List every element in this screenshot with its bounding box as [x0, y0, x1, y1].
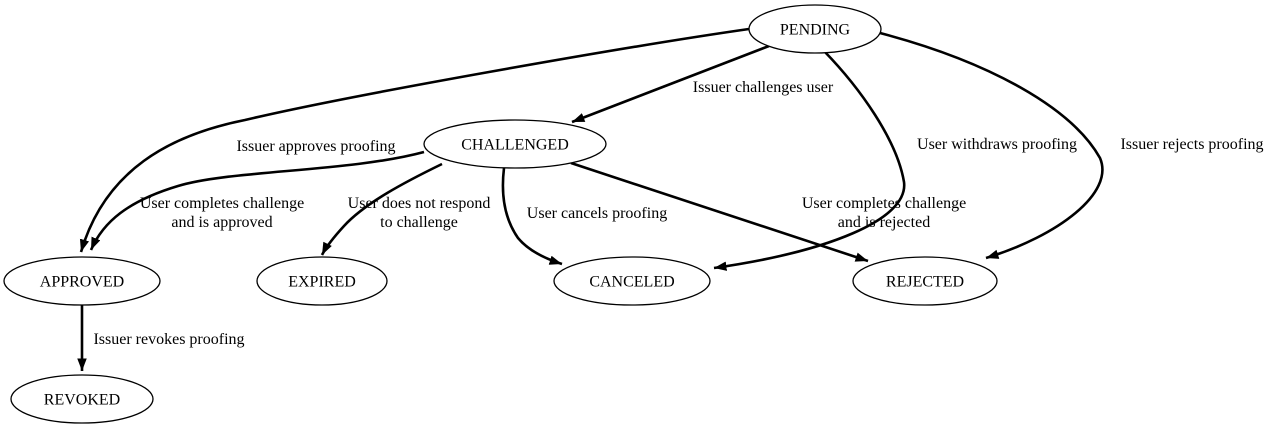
state-ellipse-approved	[3, 256, 161, 306]
state-ellipse-pending	[748, 4, 882, 54]
edge-pending-canceled	[713, 50, 906, 271]
state-node-canceled: CANCELED	[553, 256, 711, 306]
state-label-expired: EXPIRED	[288, 274, 356, 291]
edge-challenged-canceled	[501, 167, 563, 266]
edge-pending-challenged	[571, 44, 770, 124]
state-ellipse-rejected	[852, 256, 998, 306]
state-ellipse-canceled	[553, 256, 711, 306]
edge-challenged-approved	[89, 150, 425, 251]
state-label-canceled: CANCELED	[589, 274, 674, 291]
state-node-revoked: REVOKED	[10, 374, 154, 424]
edge-label-pending-rejected: Issuer rejects proofing	[1120, 136, 1263, 153]
state-label-revoked: REVOKED	[44, 392, 120, 409]
state-node-expired: EXPIRED	[256, 256, 388, 306]
state-node-challenged: CHALLENGED	[423, 119, 607, 169]
edge-challenged-expired	[320, 162, 443, 256]
state-label-approved: APPROVED	[40, 274, 124, 291]
state-node-pending: PENDING	[748, 4, 882, 54]
edge-label-pending-challenged: Issuer challenges user	[693, 79, 834, 96]
state-label-rejected: REJECTED	[886, 274, 964, 291]
edge-pending-rejected	[879, 31, 1104, 260]
state-ellipse-challenged	[423, 119, 607, 169]
edge-label-challenged-canceled: User cancels proofing	[527, 205, 667, 222]
edge-label-pending-canceled: User withdraws proofing	[917, 136, 1077, 153]
state-node-rejected: REJECTED	[852, 256, 998, 306]
edge-label-pending-approved: Issuer approves proofing	[236, 138, 395, 155]
state-node-approved: APPROVED	[3, 256, 161, 306]
edge-label-approved-revoked: Issuer revokes proofing	[93, 331, 244, 348]
state-label-challenged: CHALLENGED	[461, 137, 569, 154]
edge-challenged-rejected	[570, 161, 869, 263]
edge-pending-approved	[79, 27, 750, 253]
nodes-layer: PENDING CHALLENGED APPROVED EXPIRED CANCELED…	[3, 4, 998, 424]
state-ellipse-expired	[256, 256, 388, 306]
state-ellipse-revoked	[10, 374, 154, 424]
state-label-pending: PENDING	[780, 22, 851, 39]
